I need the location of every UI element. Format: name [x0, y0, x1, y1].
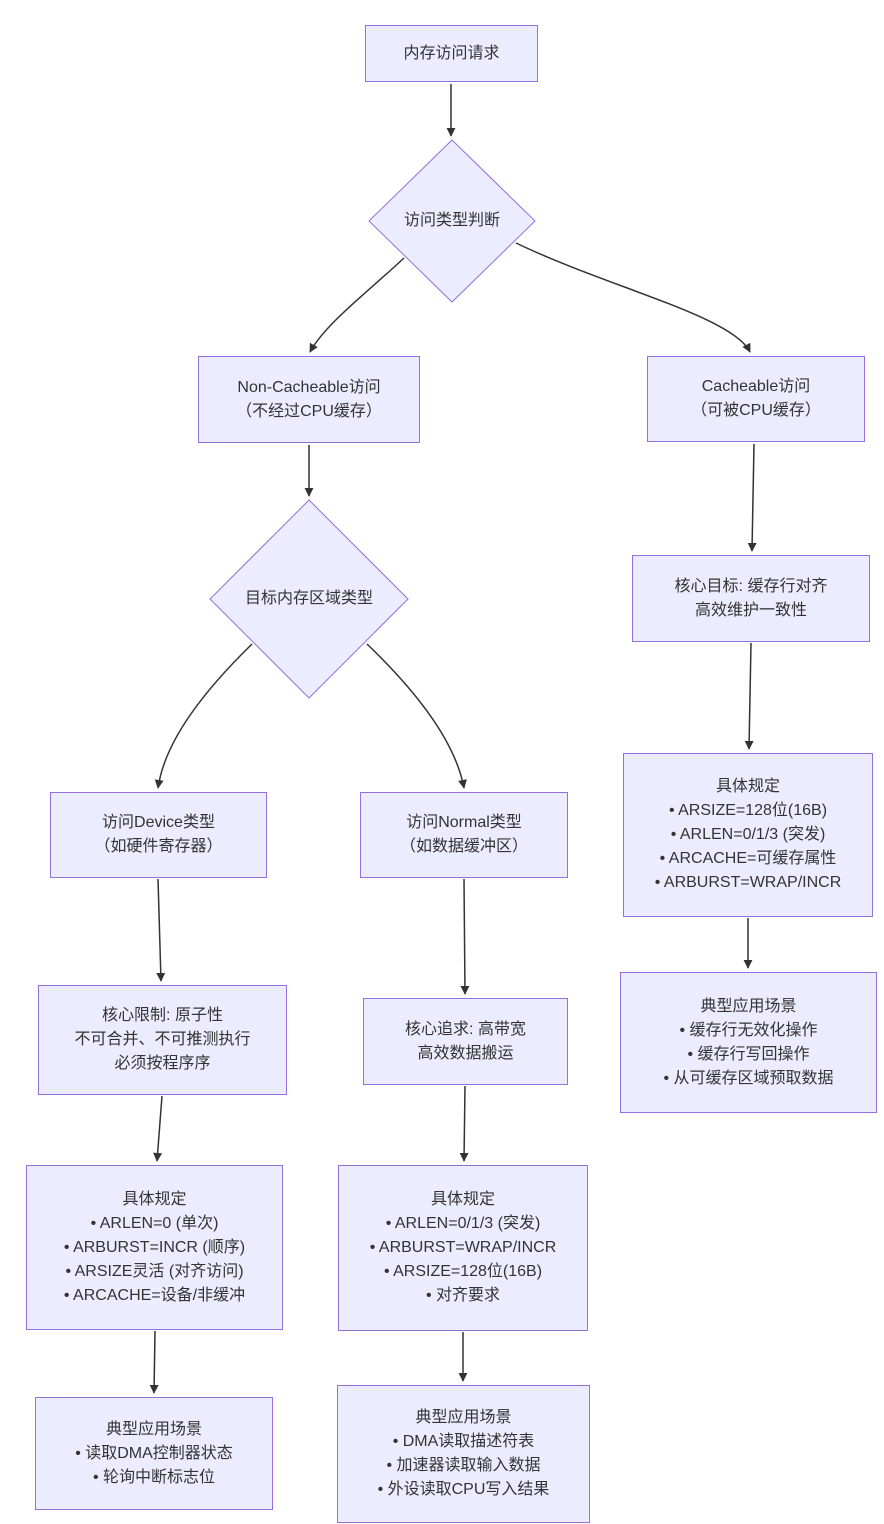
edge-region-decision-to-device [154, 643, 253, 789]
bullet-item: • 缓存行写回操作 [687, 1045, 810, 1063]
bullet-item: • 从可缓存区域预取数据 [663, 1069, 834, 1087]
text-line: 核心限制: 原子性 [102, 1007, 223, 1024]
node-cacheable-goal: 核心目标: 缓存行对齐 高效维护一致性 [632, 555, 870, 642]
decision-access-type-shape [368, 139, 536, 303]
edge-device-to-constraints [156, 878, 166, 982]
text-line: 必须按程序序 [114, 1055, 211, 1072]
text-line: Non-Cacheable访问 [237, 378, 381, 396]
edge-type-decision-to-cacheable [515, 242, 751, 353]
bullet-item: • 读取DMA控制器状态 [75, 1444, 233, 1462]
node-normal-access: 访问Normal类型 （如数据缓冲区） [360, 792, 568, 878]
bullet-item: • ARCACHE=可缓存属性 [659, 850, 837, 867]
edge-goal-to-normal-rules [459, 1085, 469, 1162]
bullet-item: • ARLEN=0/1/3 (突发) [670, 826, 826, 843]
edge-cacheable-goal-to-rules [744, 642, 754, 750]
text-line: 典型应用场景 [415, 1409, 512, 1426]
text-line: 具体规定 [430, 1191, 495, 1208]
bullet-item: • ARLEN=0/1/3 (突发) [385, 1215, 541, 1232]
text-line: 高效维护一致性 [694, 601, 807, 619]
text-line: 核心目标: 缓存行对齐 [674, 577, 828, 595]
node-memory-request: 内存访问请求 [365, 25, 538, 82]
text-line: （如数据缓冲区） [399, 838, 528, 855]
edge-device-rules-to-scenarios [149, 1330, 159, 1394]
node-cacheable-rules: 具体规定 • ARSIZE=128位(16B) • ARLEN=0/1/3 (突… [623, 753, 873, 917]
text-line: 不可合并、不可推测执行 [74, 1031, 251, 1048]
node-device-constraints: 核心限制: 原子性 不可合并、不可推测执行 必须按程序序 [38, 985, 287, 1095]
node-device-scenarios: 典型应用场景 • 读取DMA控制器状态 • 轮询中断标志位 [35, 1397, 273, 1510]
bullet-item: • ARBURST=WRAP/INCR [369, 1239, 557, 1256]
edge-region-decision-to-normal [366, 643, 467, 789]
bullet-item: • 缓存行无效化操作 [679, 1021, 818, 1039]
text-line: 内存访问请求 [403, 44, 500, 62]
node-cacheable: Cacheable访问 （可被CPU缓存） [647, 356, 865, 442]
text-line: 具体规定 [715, 778, 780, 795]
edge-normal-to-goal [460, 878, 470, 995]
bullet-item: • 轮询中断标志位 [92, 1468, 216, 1486]
node-device-access: 访问Device类型 （如硬件寄存器） [50, 792, 267, 878]
node-device-rules: 具体规定 • ARLEN=0 (单次) • ARBURST=INCR (顺序) … [26, 1165, 283, 1330]
bullet-item: • ARLEN=0 (单次) [90, 1214, 219, 1232]
text-line: （不经过CPU缓存） [236, 402, 382, 420]
text-line: （如硬件寄存器） [94, 838, 223, 855]
node-normal-rules: 具体规定 • ARLEN=0/1/3 (突发) • ARBURST=WRAP/I… [338, 1165, 588, 1331]
bullet-item: • 外设读取CPU写入结果 [377, 1481, 550, 1498]
bullet-item: • 对齐要求 [425, 1287, 501, 1304]
bullet-item: • 加速器读取输入数据 [386, 1457, 541, 1474]
node-normal-goal: 核心追求: 高带宽 高效数据搬运 [363, 998, 568, 1085]
bullet-item: • DMA读取描述符表 [392, 1433, 535, 1450]
decision-memory-region-shape [209, 499, 409, 699]
text-line: 典型应用场景 [105, 1420, 202, 1438]
edge-constraints-to-device-rules [153, 1095, 163, 1162]
text-line: 高效数据搬运 [417, 1044, 514, 1062]
decision-memory-region-label: 目标内存区域类型 [244, 590, 374, 607]
bullet-item: • ARBURST=WRAP/INCR [654, 874, 842, 891]
text-line: 核心追求: 高带宽 [405, 1020, 526, 1038]
text-line: 访问Device类型 [102, 814, 215, 831]
edge-type-decision-to-noncacheable [309, 257, 405, 353]
edge-cacheable-to-goal [747, 443, 757, 552]
text-line: 典型应用场景 [700, 997, 797, 1015]
bullet-item: • ARSIZE=128位(16B) [668, 802, 828, 819]
text-line: 访问Normal类型 [406, 814, 522, 831]
text-line: 具体规定 [122, 1190, 187, 1208]
text-line: Cacheable访问 [701, 378, 811, 395]
decision-access-type-label: 访问类型判断 [403, 212, 501, 229]
bullet-item: • ARCACHE=设备/非缓冲 [63, 1286, 246, 1304]
node-normal-scenarios: 典型应用场景 • DMA读取描述符表 • 加速器读取输入数据 • 外设读取CPU… [337, 1385, 590, 1523]
text-line: （可被CPU缓存） [691, 402, 821, 419]
bullet-item: • ARBURST=INCR (顺序) [63, 1238, 246, 1256]
node-non-cacheable: Non-Cacheable访问 （不经过CPU缓存） [198, 356, 420, 443]
node-cacheable-scenarios: 典型应用场景 • 缓存行无效化操作 • 缓存行写回操作 • 从可缓存区域预取数据 [620, 972, 877, 1113]
bullet-item: • ARSIZE=128位(16B) [383, 1263, 543, 1280]
bullet-item: • ARSIZE灵活 (对齐访问) [65, 1262, 244, 1280]
